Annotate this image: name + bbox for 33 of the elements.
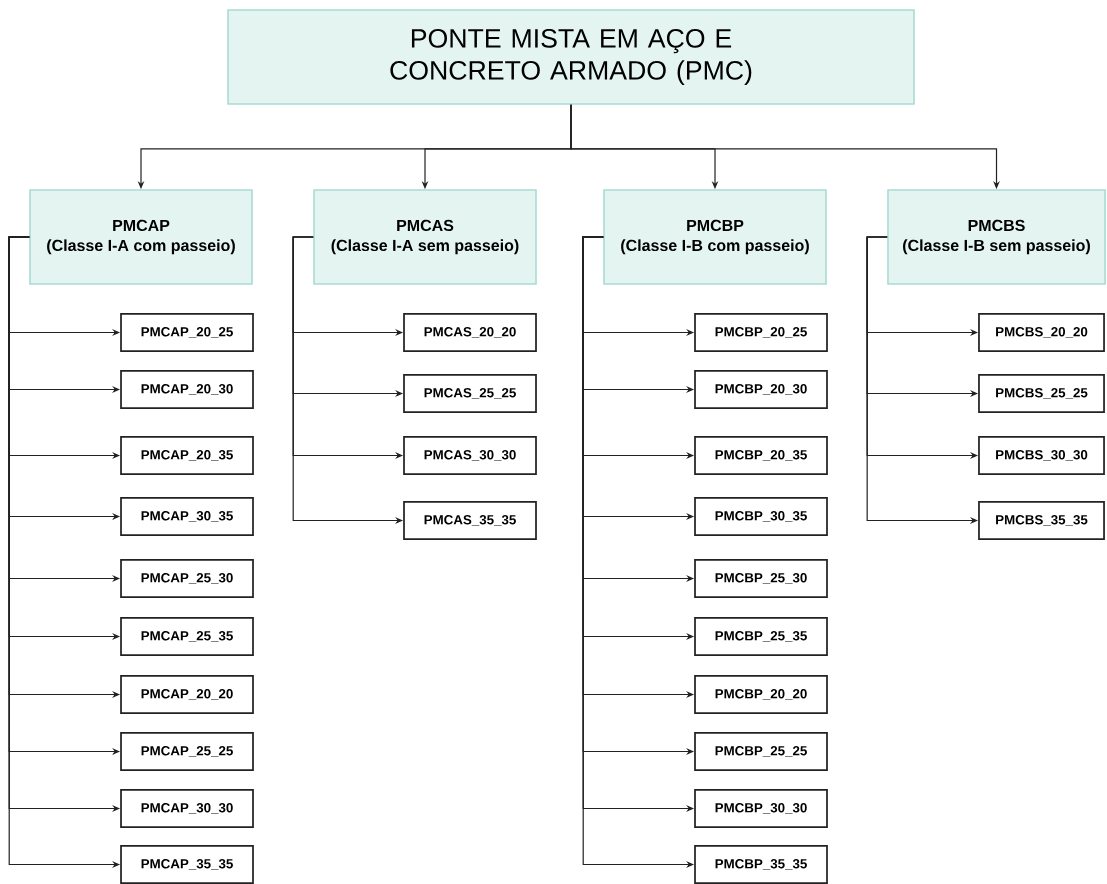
variant-box: PMCBS_20_20 bbox=[978, 313, 1105, 352]
variant-box: PMCBS_35_35 bbox=[978, 501, 1105, 540]
variant-box: PMCAP_20_25 bbox=[120, 313, 254, 352]
variant-box: PMCAP_25_35 bbox=[120, 617, 254, 656]
variant-box: PMCBP_20_25 bbox=[694, 313, 828, 352]
category-box: PMCBS (Classe I-B sem passeio) bbox=[887, 189, 1106, 285]
variant-box: PMCBP_20_35 bbox=[694, 436, 828, 475]
variant-box: PMCAP_30_35 bbox=[120, 497, 254, 536]
variant-box: PMCAP_20_35 bbox=[120, 436, 254, 475]
variant-box: PMCAS_35_35 bbox=[403, 501, 537, 540]
variant-box: PMCBS_30_30 bbox=[978, 436, 1105, 475]
variant-box: PMCBP_20_30 bbox=[694, 370, 828, 409]
variant-box: PMCAS_30_30 bbox=[403, 436, 537, 475]
category-box: PMCAS (Classe I-A sem passeio) bbox=[313, 189, 537, 285]
variant-box: PMCBP_35_35 bbox=[694, 845, 828, 884]
variant-box: PMCAP_30_30 bbox=[120, 789, 254, 828]
variant-box: PMCAP_20_20 bbox=[120, 675, 254, 714]
variant-box: PMCBS_25_25 bbox=[978, 374, 1105, 413]
variant-box: PMCAP_25_30 bbox=[120, 559, 254, 598]
variant-box: PMCBP_25_35 bbox=[694, 617, 828, 656]
variant-box: PMCAS_25_25 bbox=[403, 374, 537, 413]
variant-box: PMCBP_20_20 bbox=[694, 675, 828, 714]
variant-box: PMCBP_30_30 bbox=[694, 789, 828, 828]
variant-box: PMCAP_20_30 bbox=[120, 370, 254, 409]
variant-box: PMCBP_30_35 bbox=[694, 497, 828, 536]
category-box: PMCBP (Classe I-B com passeio) bbox=[603, 189, 827, 285]
category-box: PMCAP (Classe I-A com passeio) bbox=[29, 189, 253, 285]
variant-box: PMCBP_25_30 bbox=[694, 559, 828, 598]
variant-box: PMCAP_25_25 bbox=[120, 732, 254, 771]
variant-box: PMCAS_20_20 bbox=[403, 313, 537, 352]
variant-box: PMCBP_25_25 bbox=[694, 732, 828, 771]
variant-box: PMCAP_35_35 bbox=[120, 845, 254, 884]
title-box: PONTE MISTA EM AÇO E CONCRETO ARMADO (PMC) bbox=[227, 9, 915, 105]
